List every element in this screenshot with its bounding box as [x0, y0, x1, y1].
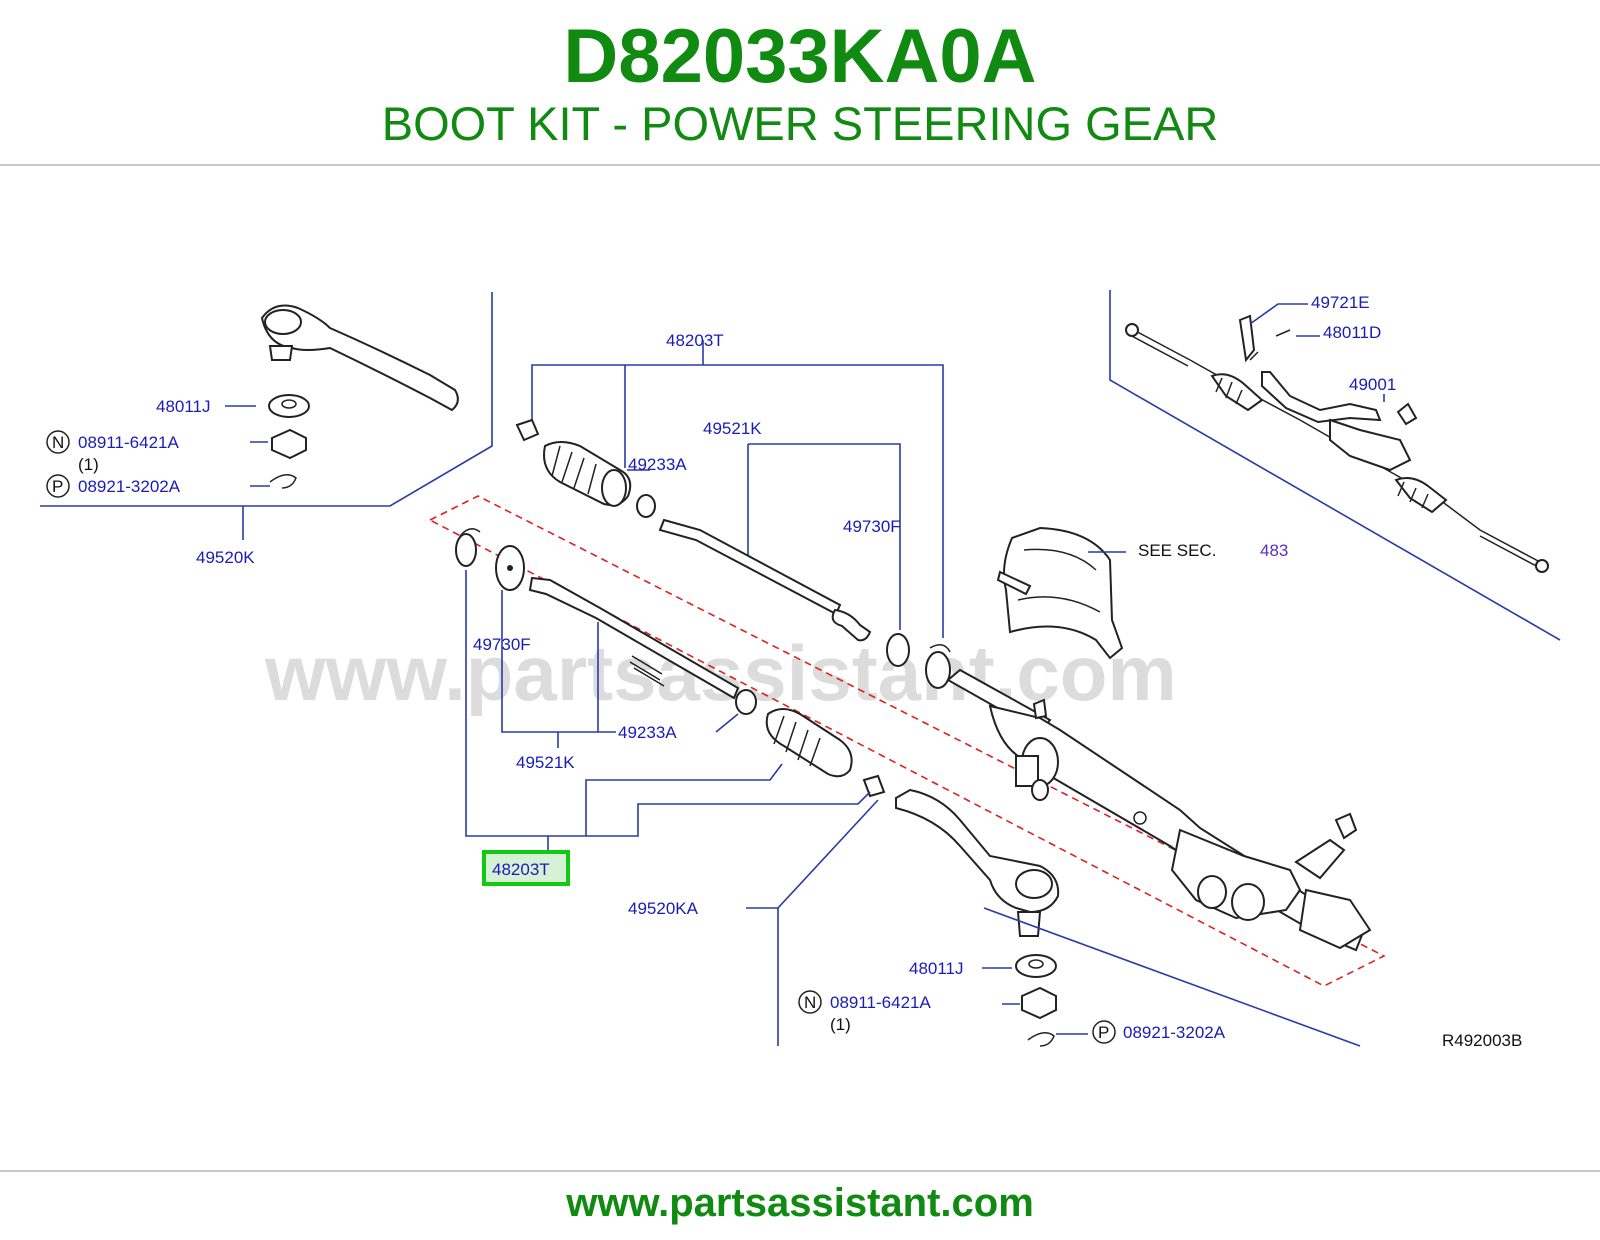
label-pin-left: 08921-3202A	[78, 477, 181, 496]
label-49521k-lower: 49521K	[516, 753, 575, 772]
n-badge-right	[798, 990, 822, 1014]
label-48011j-left: 48011J	[156, 397, 211, 416]
header-divider	[0, 164, 1600, 166]
label-48011j-right: 48011J	[909, 959, 964, 978]
n-badge-left	[46, 430, 70, 454]
tie-rod-end-left-drawing	[260, 304, 459, 489]
label-49521k-upper: 49521K	[703, 419, 762, 438]
reference-code: R492003B	[1442, 1031, 1522, 1050]
leader-49721e	[1249, 303, 1308, 325]
bracket-49730f-lower	[501, 590, 599, 733]
boot-kit-dashed-region	[428, 495, 1386, 987]
inset-frame	[1109, 290, 1561, 641]
footer-divider	[0, 1170, 1600, 1172]
label-49001: 49001	[1349, 375, 1396, 394]
heat-shield-drawing	[996, 526, 1124, 660]
p-badge-left	[46, 474, 70, 498]
upper-boot-drawing	[515, 418, 656, 518]
leader-clamp-lower	[715, 713, 739, 733]
footer-website-link[interactable]: www.partsassistant.com	[566, 1181, 1034, 1225]
watermark: www.partsassistant.com	[264, 629, 1177, 717]
n-badge-letter-left: N	[52, 433, 64, 452]
label-48203t-highlighted[interactable]: 48203T	[492, 860, 550, 879]
label-48203t-upper: 48203T	[666, 331, 724, 350]
p-badge-letter-left: P	[52, 477, 63, 496]
label-see-sec: SEE SEC.	[1138, 541, 1216, 560]
label-49730f-lower: 49730F	[473, 635, 531, 654]
label-49520ka: 49520KA	[628, 899, 699, 918]
label-nut-qty-left: (1)	[78, 455, 99, 474]
label-nut-right: 08911-6421A	[830, 993, 931, 1012]
label-pin-right: 08921-3202A	[1123, 1023, 1226, 1042]
part-name-subtitle: BOOT KIT - POWER STEERING GEAR	[381, 97, 1219, 150]
inset-gear-assembly-drawing	[1125, 314, 1549, 573]
upper-inner-rod-drawing	[658, 518, 951, 689]
label-nut-qty-right: (1)	[830, 1015, 851, 1034]
label-see-sec-number[interactable]: 483	[1260, 541, 1288, 560]
label-49520k: 49520K	[196, 548, 255, 567]
label-49233a-lower: 49233A	[618, 723, 677, 742]
label-49721e: 49721E	[1311, 293, 1370, 312]
lower-boot-drawing	[455, 528, 886, 798]
part-number-title: D82033KA0A	[563, 14, 1037, 99]
bracket-49520ka	[746, 799, 1361, 1047]
label-48011d: 48011D	[1323, 323, 1381, 342]
highlight-box-48203t[interactable]	[482, 850, 570, 886]
p-badge-letter-right: P	[1098, 1023, 1109, 1042]
p-badge-right	[1092, 1020, 1116, 1044]
bracket-48203t-upper	[531, 340, 944, 638]
n-badge-letter-right: N	[804, 993, 816, 1012]
label-49233a-upper: 49233A	[628, 455, 687, 474]
label-49730f-upper: 49730F	[843, 517, 901, 536]
bracket-49520k	[40, 292, 493, 540]
label-nut-left: 08911-6421A	[78, 433, 179, 452]
steering-gear-drawing	[946, 668, 1372, 952]
bracket-49521k-upper	[747, 443, 901, 630]
bracket-48203t-lower	[465, 570, 871, 852]
